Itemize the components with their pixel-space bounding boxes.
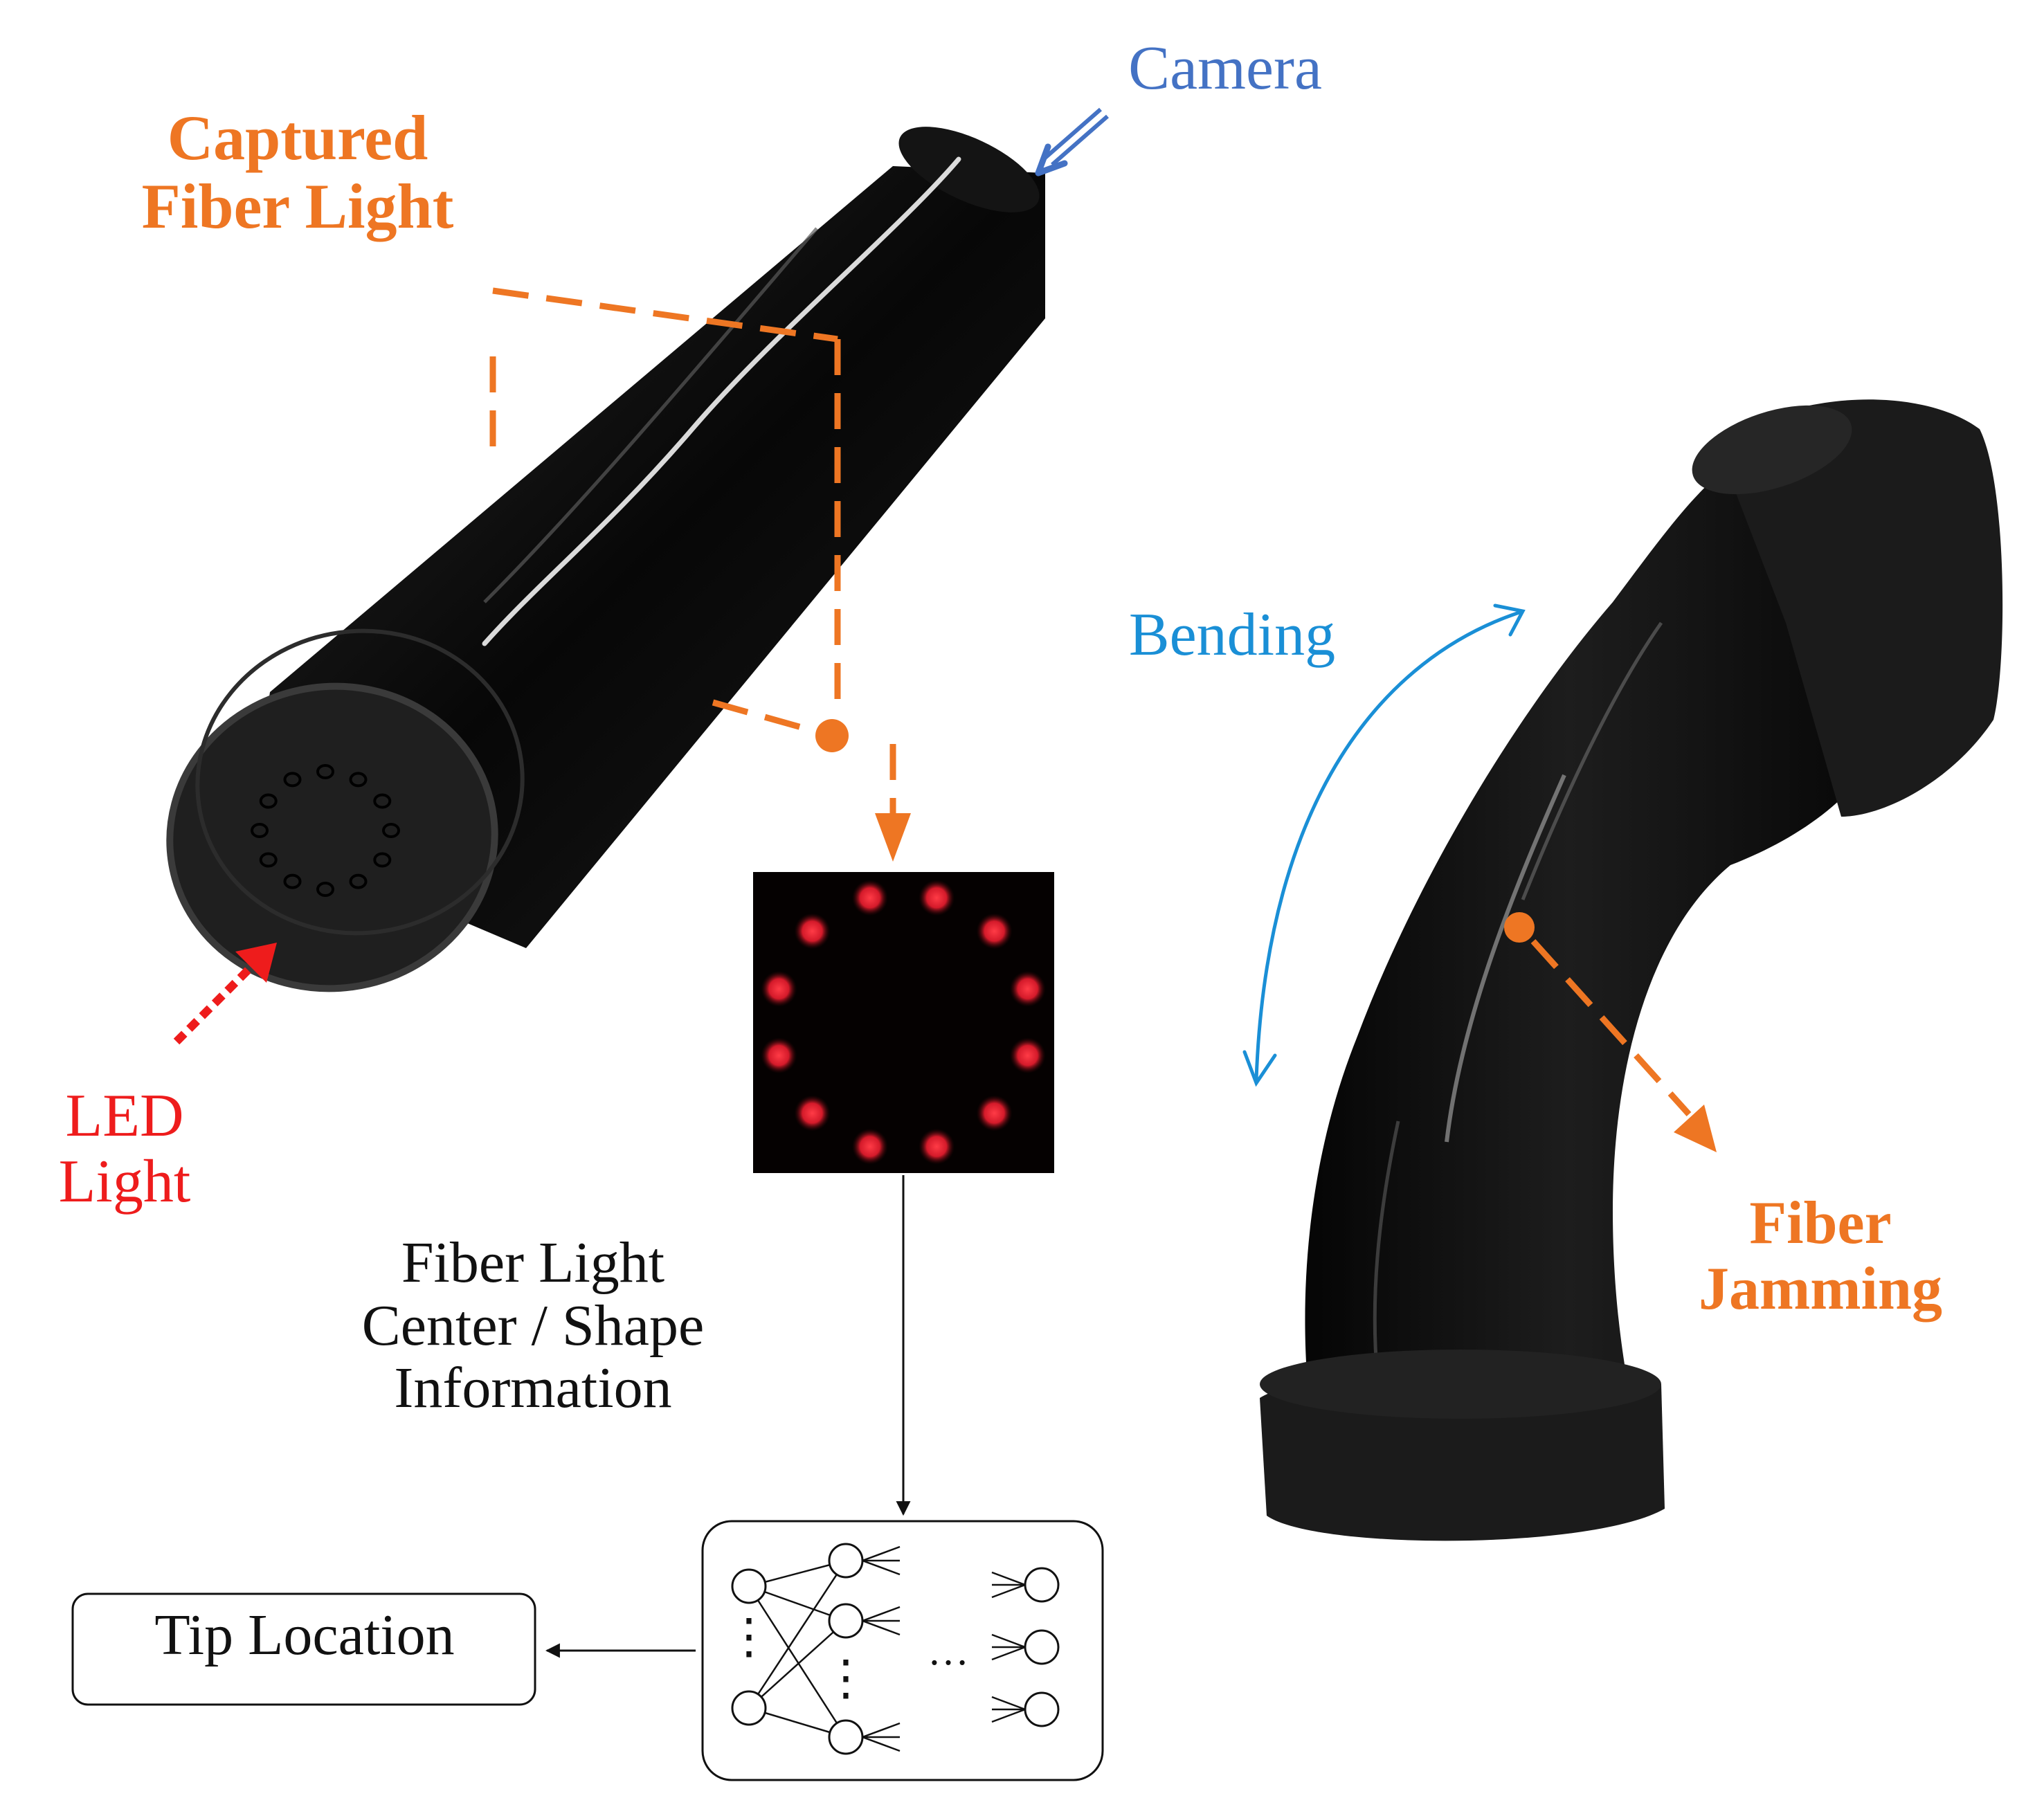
nn-edge-fanout (862, 1736, 901, 1752)
nn-node (828, 1719, 864, 1755)
camera-label: Camera (1128, 34, 1322, 102)
fiber-hole (251, 823, 269, 838)
nn-node (731, 1690, 767, 1726)
fiber-light-dot (976, 913, 1013, 950)
fiber-hole (373, 852, 392, 868)
bent-tube-highlight-3 (1373, 1120, 1400, 1378)
captured-light-path (489, 287, 896, 817)
top-cap-face (1692, 405, 1852, 495)
jamming-label-line-1: Fiber (1749, 1190, 1892, 1257)
nn-edge-fanin (991, 1571, 1026, 1586)
nn-edge (748, 1560, 847, 1709)
end-cap-rim (195, 628, 525, 936)
tip-location-box (71, 1592, 536, 1706)
fiber-hole (373, 793, 392, 809)
bent-tube-highlight-2 (1521, 621, 1663, 900)
bending-label: Bending (1128, 601, 1336, 669)
top-cap (1717, 399, 2003, 817)
nn-node (1024, 1629, 1060, 1665)
fiber-hole (316, 882, 334, 897)
nn-edge (748, 1620, 847, 1709)
nn-edge-fanin (991, 1633, 1026, 1649)
tip-location-label: Tip Location (154, 1603, 455, 1667)
led-light-label: LED Light (21, 1083, 228, 1215)
fiber-hole (349, 772, 368, 788)
camera-arrow (1035, 107, 1109, 176)
nn-edge-fanin (991, 1583, 1026, 1599)
captured-label-line-1: Captured (167, 102, 428, 173)
straight-sensor-photo (166, 127, 1045, 992)
nn-vertical-ellipsis-2: ⋮ (822, 1652, 870, 1705)
fiber-info-line-3: Information (394, 1356, 672, 1421)
fiber-light-dot (761, 1037, 797, 1074)
straight-tube-reflection (483, 227, 818, 603)
fiber-light-dot (1009, 1037, 1046, 1074)
fiber-jamming-label: Fiber Jamming (1647, 1190, 1993, 1322)
captured-light-dot (815, 719, 849, 752)
nn-edge-fanout (862, 1606, 901, 1622)
nn-vertical-ellipsis-1: ⋮ (725, 1610, 773, 1664)
captured-fiber-light-label: Captured Fiber Light (90, 102, 505, 242)
bent-sensor-photo (1260, 399, 2003, 1541)
end-cap-holes (251, 764, 400, 897)
fiber-hole (316, 764, 334, 779)
bottom-cap-top (1260, 1350, 1661, 1419)
straight-tube-highlight (482, 156, 961, 646)
nn-edge-fanin (991, 1696, 1026, 1711)
fiber-info-line-2: Center / Shape (361, 1293, 705, 1358)
jamming-label-line-2: Jamming (1699, 1255, 1942, 1323)
fiber-light-dot (976, 1095, 1013, 1132)
fiber-hole (283, 873, 302, 889)
neural-network-box (701, 1520, 1104, 1781)
nn-edge-fanout (862, 1722, 901, 1738)
fiber-light-dot (1009, 970, 1046, 1007)
fiber-light-dot (794, 913, 831, 950)
fiber-light-image (753, 872, 1054, 1173)
fiber-light-dot (919, 1128, 955, 1165)
fiber-hole (382, 823, 400, 838)
fiber-light-dot (851, 1128, 888, 1165)
nn-edge-fanout (862, 1545, 901, 1562)
fiber-info-line-1: Fiber Light (401, 1231, 665, 1295)
captured-light-arrowhead (875, 813, 911, 862)
neural-network-graph (731, 1543, 1060, 1755)
fiber-hole (283, 772, 302, 788)
fiber-light-dot (761, 970, 797, 1007)
nn-horizontal-ellipsis: … (928, 1628, 969, 1673)
fiber-hole (259, 793, 278, 809)
nn-edge-fanin (991, 1708, 1026, 1723)
bent-tube-highlight-1 (1445, 774, 1566, 1143)
fiber-light-dots (761, 880, 1046, 1165)
straight-tube-far-end (898, 127, 1040, 212)
fiber-jamming-indicator (1504, 912, 1717, 1152)
fiber-hole (349, 873, 368, 889)
nn-node (828, 1603, 864, 1639)
nn-edge-fanout (862, 1619, 901, 1636)
fiber-hole (259, 852, 278, 868)
end-cap (166, 682, 498, 992)
bending-arrow (1242, 603, 1526, 1087)
captured-label-line-2: Fiber Light (141, 171, 454, 242)
nn-node (1024, 1567, 1060, 1603)
fiber-info-label: Fiber Light Center / Shape Information (298, 1231, 768, 1421)
nn-edge-fanout (862, 1559, 901, 1576)
nn-node (731, 1568, 767, 1604)
fiber-light-dot (851, 880, 888, 916)
led-label-line-2: Light (58, 1148, 191, 1216)
nn-node (1024, 1691, 1060, 1727)
fiber-light-dot (919, 880, 955, 916)
bent-tube-body (1305, 471, 1893, 1391)
nn-node (828, 1543, 864, 1579)
fiber-light-dot (794, 1095, 831, 1132)
nn-edge (748, 1586, 847, 1738)
led-arrow (173, 943, 277, 1045)
led-label-line-1: LED (65, 1082, 184, 1150)
nn-edge-fanin (991, 1646, 1026, 1661)
